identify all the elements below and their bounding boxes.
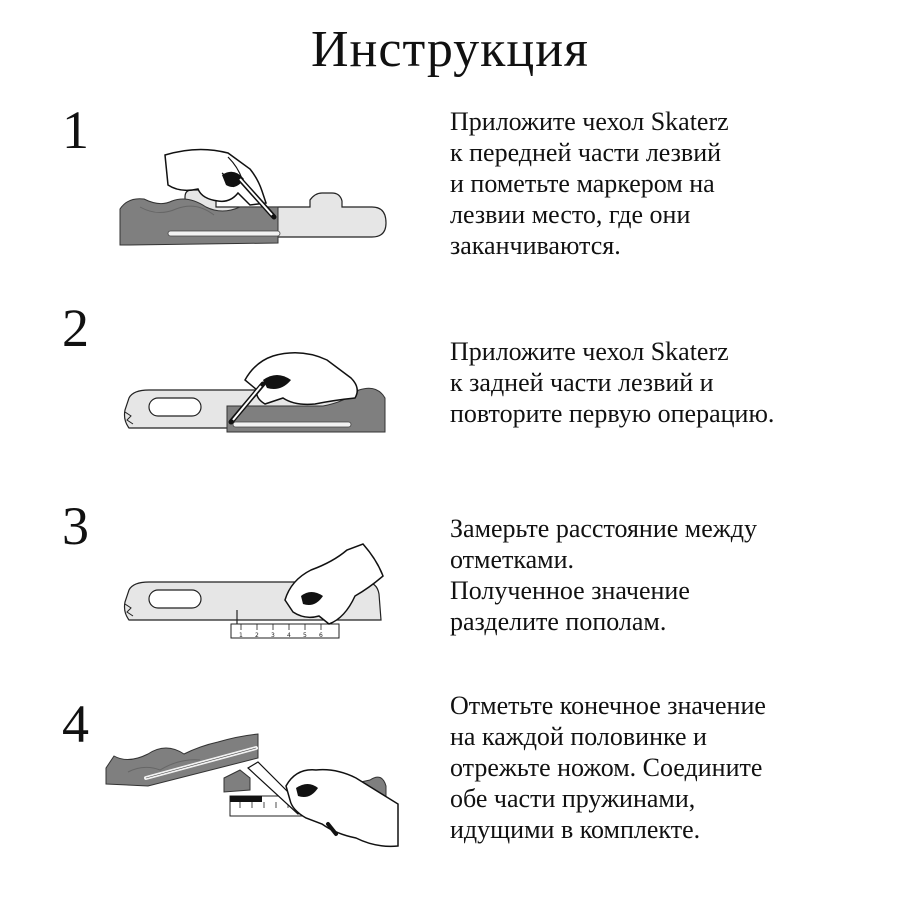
step-2-text: Приложите чехол Skaterz к задней части л…: [450, 337, 775, 428]
cover-slot: [232, 421, 352, 428]
cover-slot: [167, 230, 281, 237]
ruler-digit: 4: [287, 632, 291, 639]
page-title: Инструкция: [311, 21, 589, 78]
skate-cover: [119, 198, 279, 246]
step-2-number: 2: [62, 298, 89, 358]
ruler-digit: 1: [239, 632, 243, 639]
step-1-illustration: [119, 148, 387, 246]
step-4-text: Отметьте конечное значение на каждой пол…: [450, 691, 766, 844]
ruler: [230, 623, 340, 639]
step-1-number: 1: [62, 100, 89, 160]
step-3-number: 3: [62, 496, 89, 556]
skate-cover: [105, 733, 259, 787]
ruler-digit: 5: [303, 632, 307, 639]
ruler-digit: 6: [319, 632, 323, 639]
ruler-digit: 3: [271, 632, 275, 639]
step-4-illustration: [105, 733, 399, 848]
step-1-text: Приложите чехол Skaterz к передней части…: [450, 107, 729, 260]
skate-cover-piece: [223, 769, 251, 793]
step-2-illustration: [123, 352, 386, 433]
ruler-digit: 2: [255, 632, 259, 639]
hand-icon: [164, 148, 268, 206]
step-3-text: Замерьте расстояние между отметками. Пол…: [450, 514, 757, 636]
step-4-number: 4: [62, 694, 89, 754]
step-3-illustration: 1 2 3 4 5 6: [123, 543, 384, 639]
hand-icon: [244, 352, 358, 406]
